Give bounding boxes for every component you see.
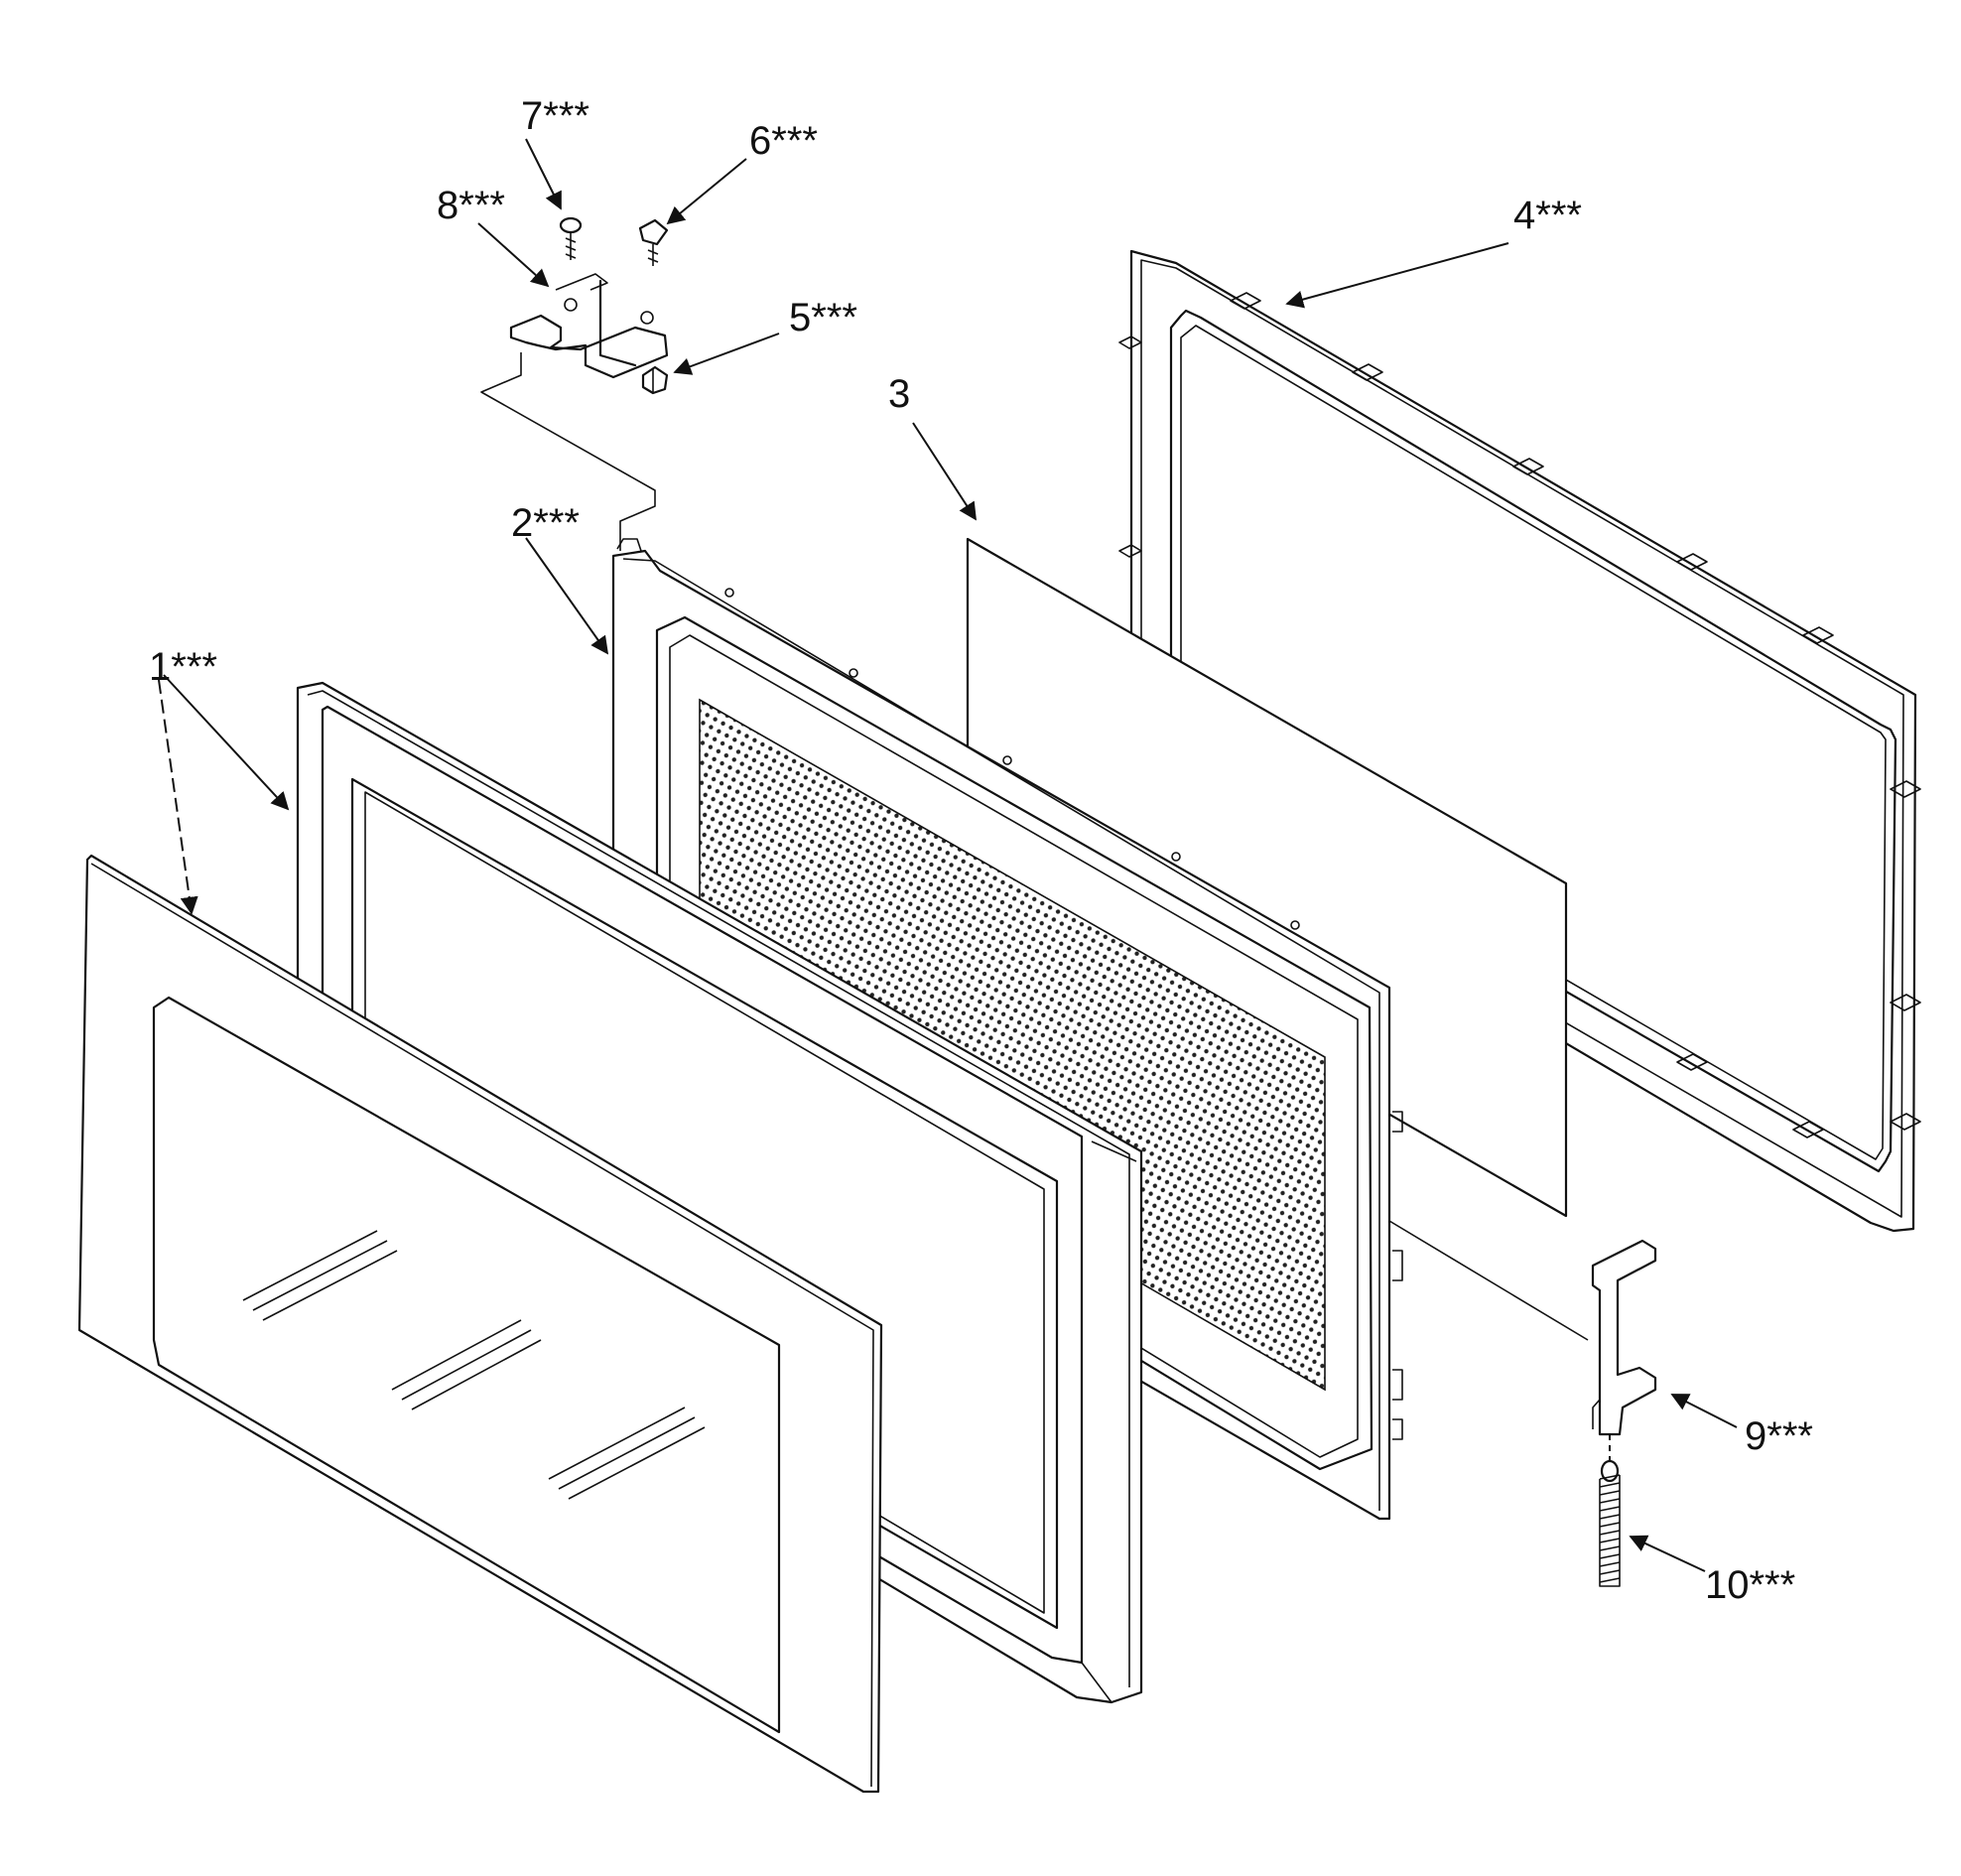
- latch-and-spring: [1388, 1220, 1657, 1587]
- callout-2: 2***: [511, 501, 580, 545]
- callout-1: 1***: [149, 645, 217, 689]
- hinge-bracket-assembly: [480, 216, 669, 551]
- callout-6: 6***: [749, 119, 818, 163]
- callout-5: 5***: [789, 296, 857, 339]
- callout-labels: 1*** 2*** 3 4*** 5*** 6*** 7*** 8*** 9**…: [149, 94, 1813, 1607]
- leader-lines: [158, 138, 1738, 1572]
- callout-4: 4***: [1513, 194, 1582, 237]
- callout-3: 3: [888, 372, 910, 416]
- callout-8: 8***: [437, 184, 505, 227]
- callout-9: 9***: [1745, 1414, 1813, 1458]
- part-4-rear-frame: [1118, 249, 1921, 1233]
- part-1-front-glass: [77, 854, 883, 1794]
- callout-10: 10***: [1705, 1563, 1795, 1607]
- callout-7: 7***: [521, 94, 589, 138]
